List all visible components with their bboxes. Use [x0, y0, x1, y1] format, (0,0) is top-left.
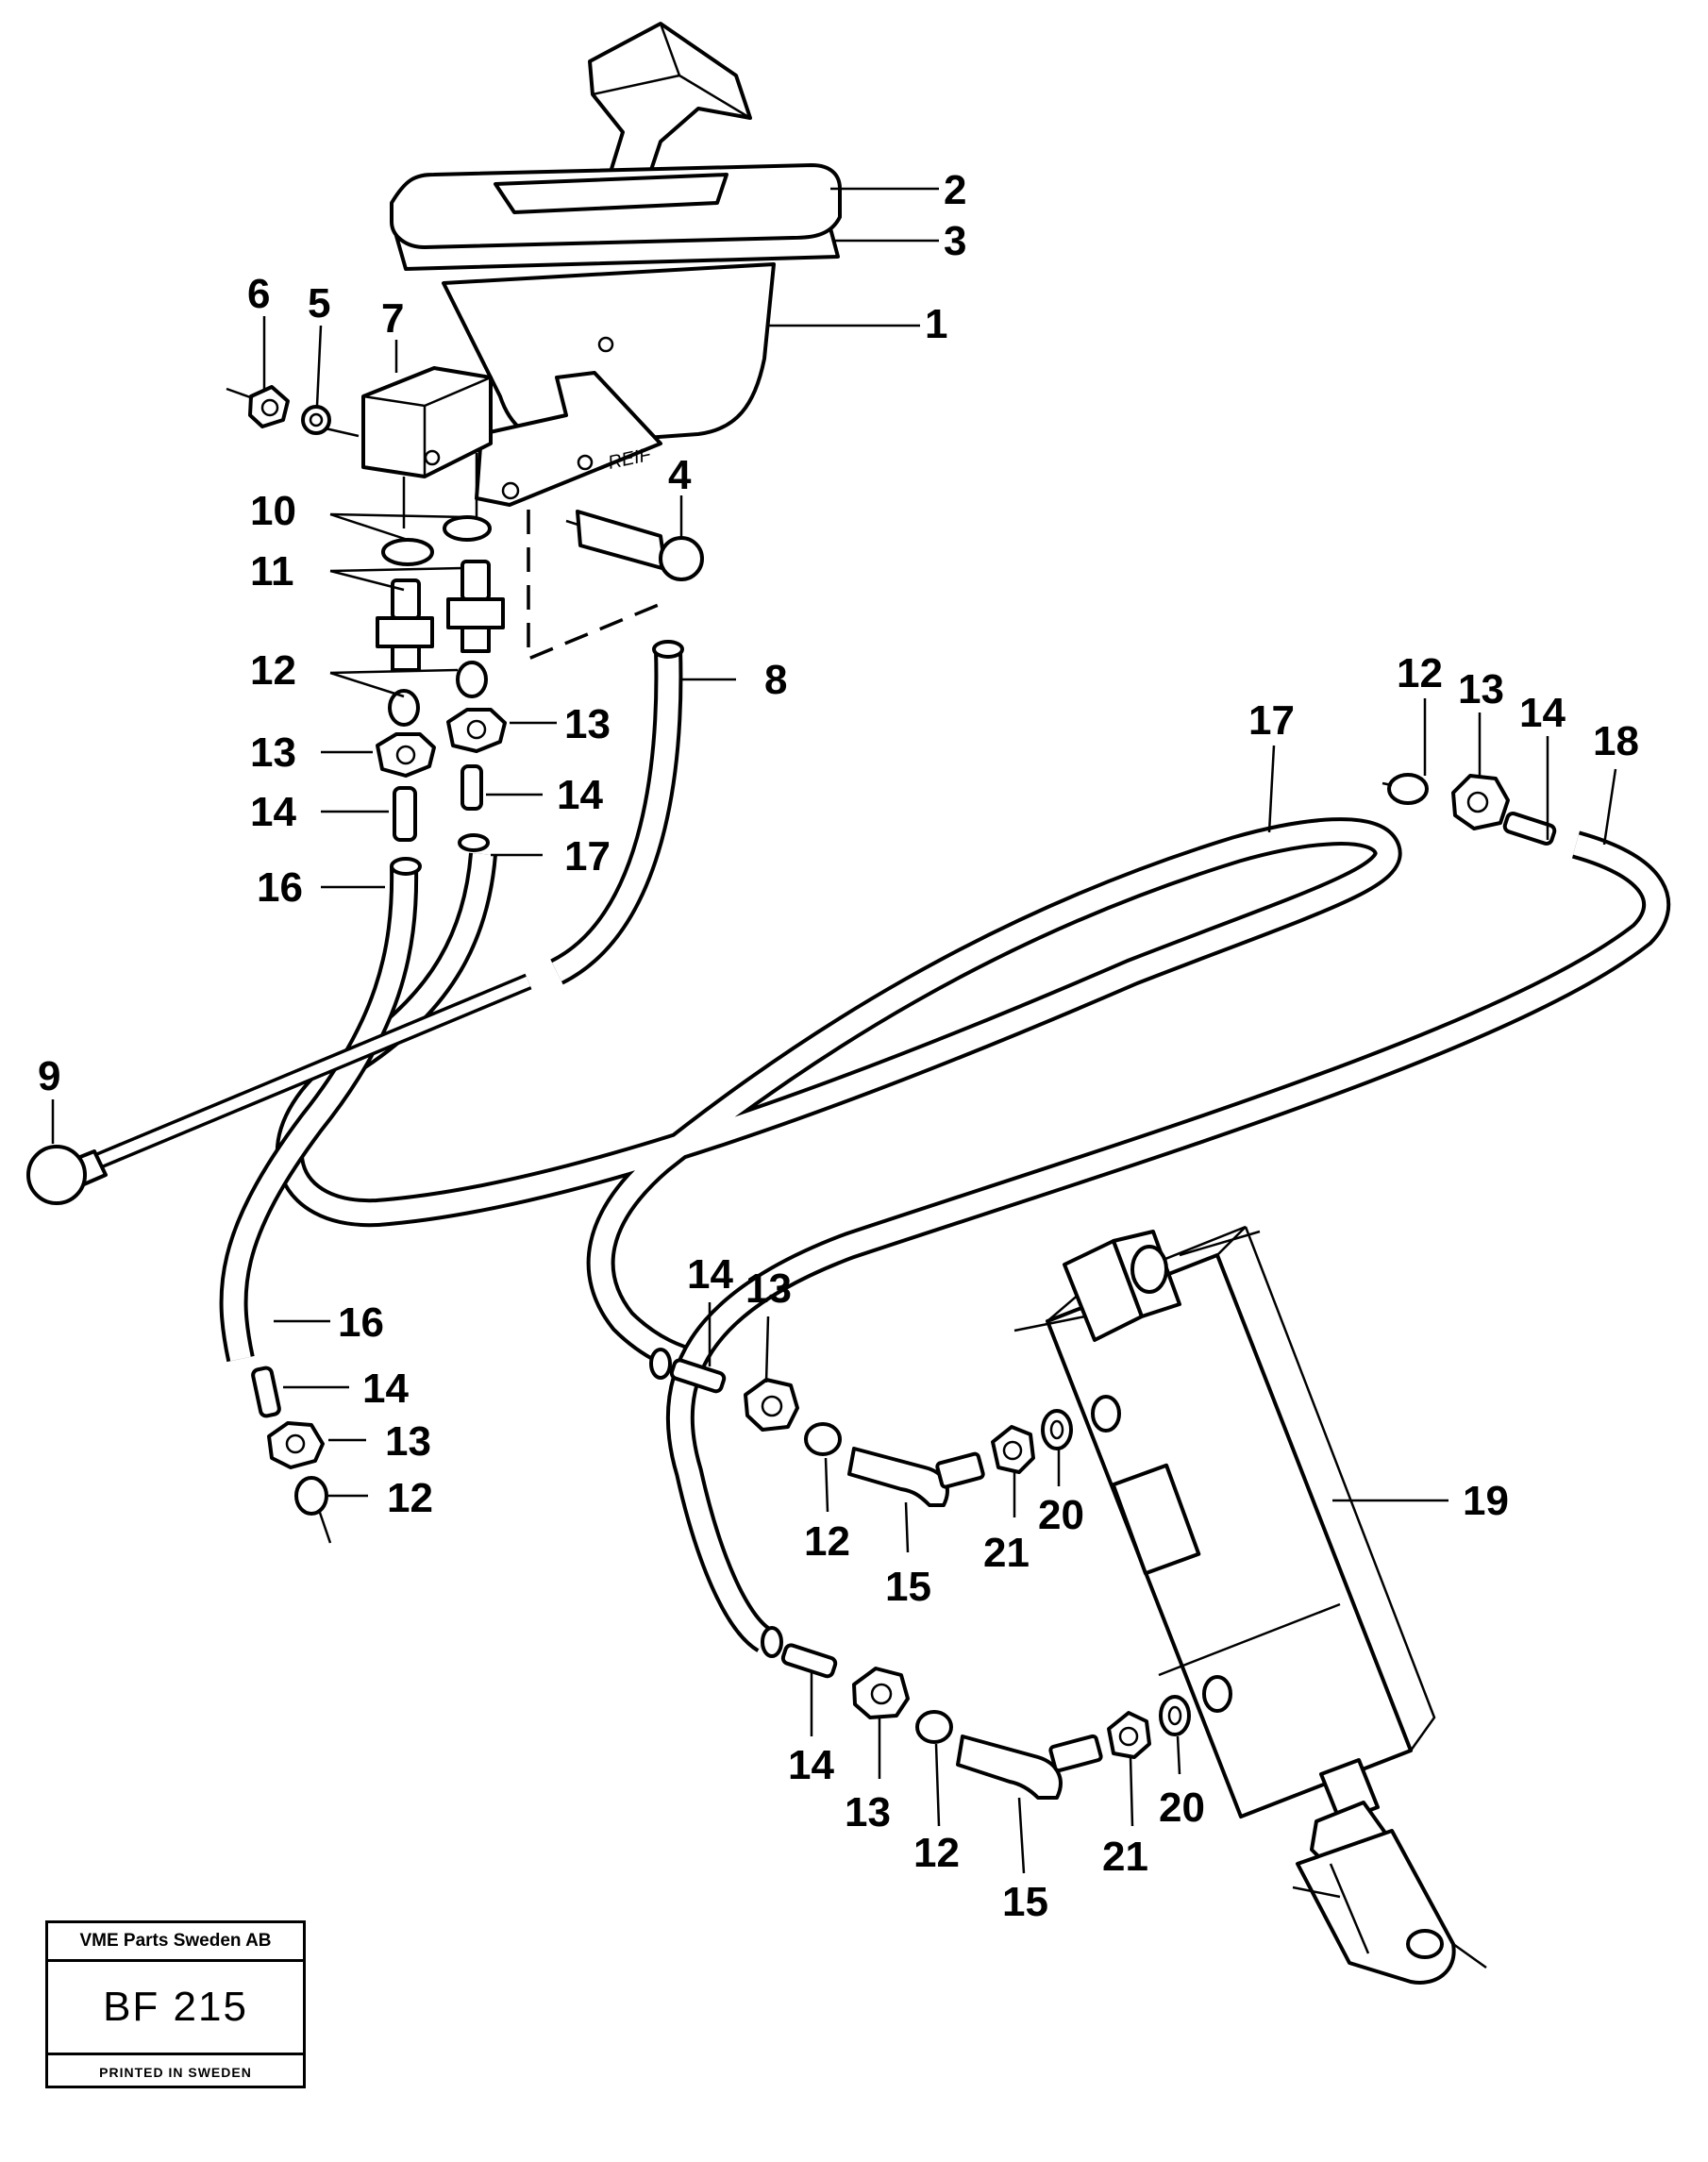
callout-21-cyl-lower: 21 — [1102, 1834, 1148, 1880]
hose-8-dashed-link — [527, 510, 661, 662]
hose-runs — [91, 648, 1671, 1652]
valve-block-assembly — [226, 366, 704, 662]
control-lever-assembly: REIF — [390, 22, 842, 507]
callout-9: 9 — [38, 1053, 60, 1099]
washer-20-cyl-upper — [1041, 1409, 1073, 1450]
callout-13-cyl-lower: 13 — [845, 1789, 891, 1835]
nipple-14-cyl-lower — [780, 1643, 838, 1679]
callout-6: 6 — [247, 271, 270, 317]
upper-right-fittings — [1381, 773, 1557, 846]
nipple-14-upper-right — [1502, 812, 1557, 846]
cylinder-body — [1046, 1253, 1413, 1818]
nut-13-cyl-lower — [852, 1667, 910, 1719]
knob-9 — [26, 1145, 87, 1205]
callout-1: 1 — [925, 301, 947, 347]
callout-11: 11 — [250, 548, 294, 595]
nut-13-left — [376, 732, 436, 778]
callout-8: 8 — [764, 657, 787, 703]
lever-handle — [588, 22, 752, 200]
callout-7: 7 — [381, 295, 404, 342]
bolt-4 — [576, 510, 667, 571]
nipple-14-right — [460, 764, 483, 811]
nut-13-cyl-upper — [744, 1378, 799, 1432]
seal-10-left — [381, 538, 434, 566]
sleeve-12-cyl-upper — [804, 1422, 842, 1456]
nut-13-upper-right — [1451, 774, 1510, 830]
elbow-15-cyl-upper — [847, 1447, 949, 1507]
nipple-14-lower-left — [251, 1366, 281, 1418]
sleeve-12-lower-left — [294, 1476, 328, 1516]
callout-20-cyl-lower: 20 — [1159, 1785, 1205, 1831]
leader-lines — [51, 187, 1617, 1874]
cylinder-fittings-lower — [761, 1626, 1191, 1800]
callout-18: 18 — [1593, 718, 1639, 764]
callout-labels: 2 3 1 6 5 7 4 10 11 12 13 14 16 8 17 12 … — [38, 167, 1639, 1925]
cylinder-assembly — [1013, 1225, 1487, 1985]
nipple-14-left — [393, 786, 417, 842]
callout-13-lower-left: 13 — [385, 1418, 431, 1465]
housing-body — [442, 262, 776, 445]
callout-17-valve: 17 — [564, 833, 611, 880]
callout-12-cyl-lower: 12 — [913, 1830, 960, 1876]
callout-13-cyl-upper: 13 — [745, 1265, 792, 1312]
lower-left-fittings — [251, 1366, 332, 1544]
nut-13-lower-left — [267, 1421, 325, 1469]
cable-knob — [26, 1145, 108, 1205]
valve-fitting-stack — [376, 453, 684, 876]
callout-14-valve-right: 14 — [557, 772, 603, 818]
sleeve-12-left — [388, 689, 420, 727]
callout-19: 19 — [1463, 1478, 1509, 1524]
adapter-11-left — [391, 578, 421, 620]
cover-slot — [494, 173, 728, 214]
callout-20-cyl-upper: 20 — [1038, 1492, 1084, 1538]
adapter-11-right — [460, 560, 491, 601]
callout-17: 17 — [1248, 697, 1295, 744]
callout-13-valve-right: 13 — [564, 701, 611, 747]
callout-12-upper-right: 12 — [1397, 650, 1443, 696]
washer-20-cyl-lower — [1159, 1695, 1191, 1736]
callout-12: 12 — [250, 647, 296, 694]
cylinder-label-plate — [1111, 1463, 1201, 1576]
callout-13: 13 — [250, 729, 296, 776]
callout-14: 14 — [250, 789, 296, 835]
callout-14-upper-right: 14 — [1519, 690, 1566, 736]
title-block: VME Parts Sweden AB BF 215 PRINTED IN SW… — [45, 1920, 306, 2088]
callout-14-lower-left: 14 — [362, 1366, 409, 1412]
nipple-14-cyl-upper — [669, 1358, 727, 1394]
nut-21-cyl-lower — [1107, 1711, 1151, 1759]
callout-16: 16 — [257, 864, 303, 911]
callout-16-lower: 16 — [338, 1299, 384, 1346]
callout-15-cyl-lower: 15 — [1002, 1879, 1048, 1925]
callout-2: 2 — [944, 167, 966, 213]
diagram-code: BF 215 — [48, 1962, 303, 2055]
callout-13-upper-right: 13 — [1458, 666, 1504, 712]
cylinder-fittings-upper — [649, 1348, 1073, 1507]
callout-14-cyl-lower: 14 — [788, 1742, 834, 1788]
callout-10: 10 — [250, 488, 296, 534]
nut-21-cyl-upper — [991, 1425, 1035, 1474]
elbow-15-cyl-lower — [956, 1735, 1063, 1800]
printed-note: PRINTED IN SWEDEN — [99, 2065, 252, 2080]
callout-15-cyl-upper: 15 — [885, 1564, 931, 1610]
valve-block — [361, 366, 493, 478]
sleeve-12-cyl-lower — [915, 1710, 953, 1744]
sleeve-12-upper-right — [1387, 773, 1429, 805]
callout-4: 4 — [668, 452, 692, 498]
callout-14-cyl-upper: 14 — [687, 1251, 733, 1298]
washer-5 — [301, 405, 331, 435]
nut-6 — [248, 385, 290, 428]
nut-13-right — [446, 708, 507, 753]
callout-21-cyl-upper: 21 — [983, 1530, 1030, 1576]
callout-5: 5 — [308, 280, 330, 327]
sleeve-12-right — [456, 661, 488, 698]
mounting-bracket — [475, 371, 662, 507]
company-name: VME Parts Sweden AB — [48, 1923, 303, 1962]
cylinder-port-lower — [1202, 1675, 1232, 1713]
callout-3: 3 — [944, 218, 966, 264]
callout-12-cyl-upper: 12 — [804, 1518, 850, 1565]
callout-12-lower-left: 12 — [387, 1475, 433, 1521]
cylinder-port-upper — [1091, 1395, 1121, 1433]
seal-10-right — [443, 515, 492, 542]
